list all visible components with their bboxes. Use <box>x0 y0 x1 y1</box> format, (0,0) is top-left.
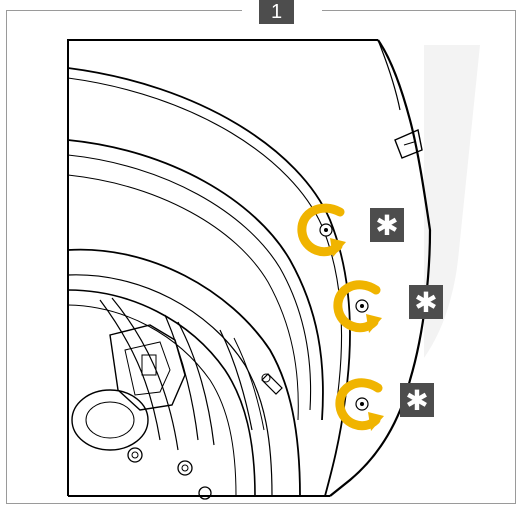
marker-box-lower <box>400 383 434 417</box>
fastener-middle <box>333 280 382 333</box>
fastener-upper <box>297 203 346 257</box>
marker-glyph-middle: ✱ <box>414 286 437 319</box>
marker-glyph-upper: ✱ <box>375 209 398 242</box>
illustration-panel <box>67 39 432 500</box>
rotation-arrow-upper <box>297 203 345 257</box>
fastener-lower <box>335 378 384 431</box>
marker-box-middle <box>409 285 443 319</box>
marker-box-upper <box>370 208 404 242</box>
view-label: 1 <box>259 0 294 24</box>
rotation-arrow-middle <box>333 280 381 333</box>
rotation-arrow-lower <box>335 378 383 431</box>
marker-glyph-lower: ✱ <box>405 384 428 417</box>
